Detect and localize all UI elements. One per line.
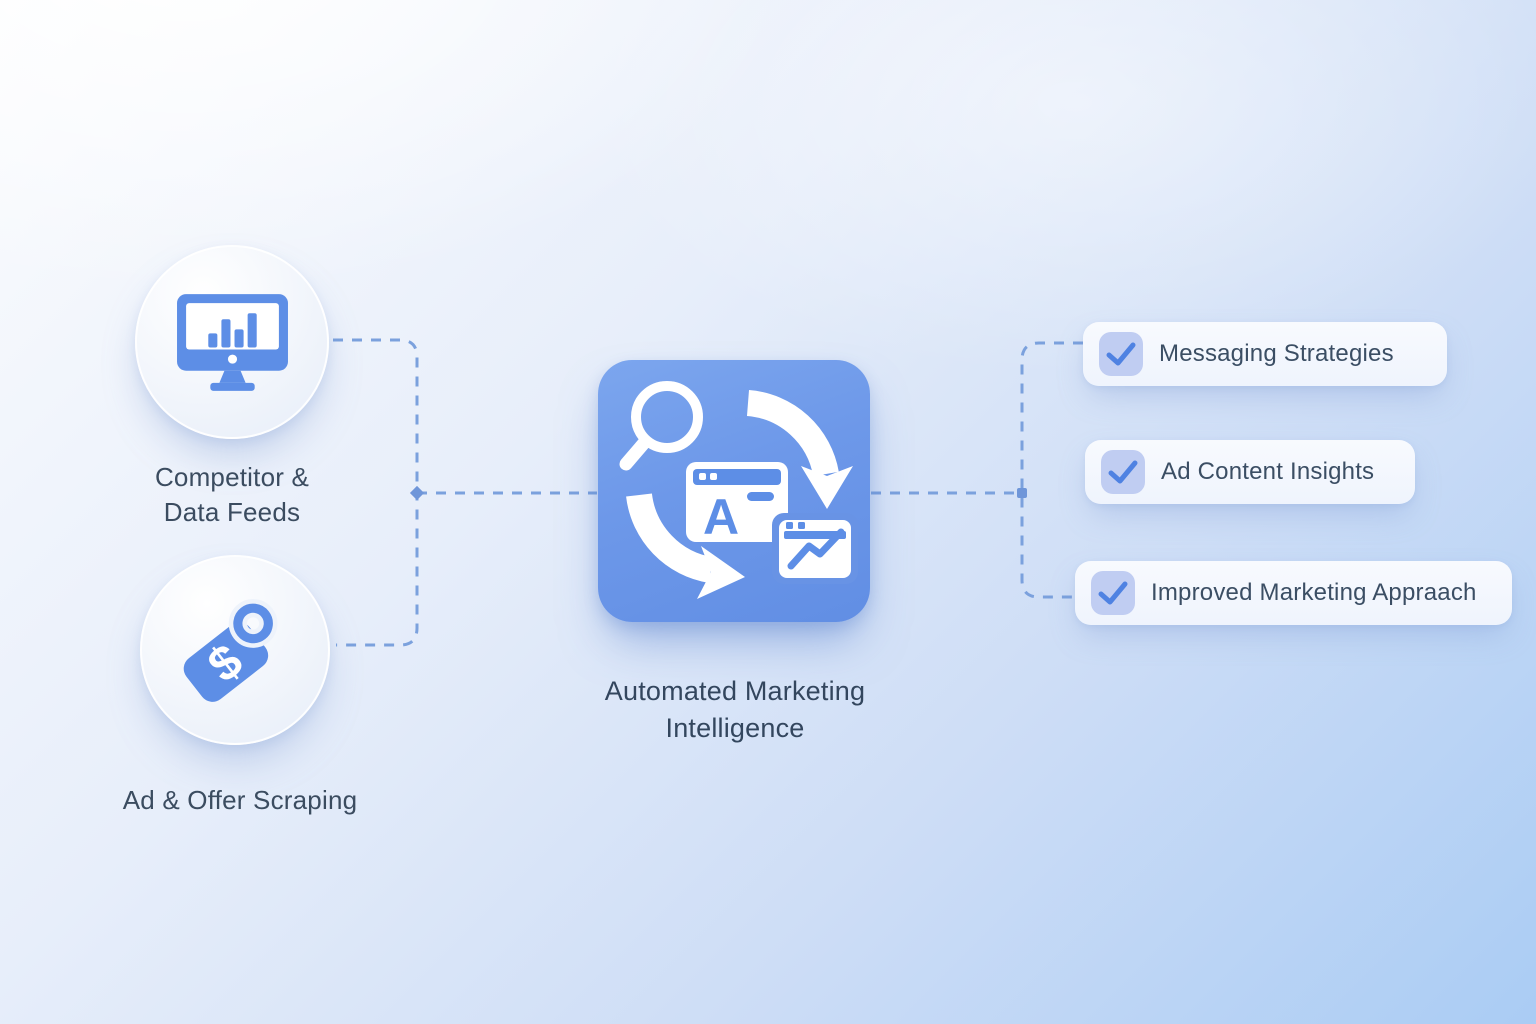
source-node-ad-offer-scraping: $ [140, 555, 330, 745]
checkbox [1091, 571, 1135, 615]
monitor-bar-chart-icon [176, 293, 288, 391]
magnifying-glass-icon [619, 381, 703, 471]
source-label-line2: Data Feeds [163, 497, 301, 527]
source-label-competitor-data-feeds: Competitor & Data Feeds [82, 460, 382, 530]
automated-marketing-icon: A [619, 381, 858, 599]
source-label-line1: Competitor & [154, 462, 310, 492]
connector-right-outputs [1020, 341, 1083, 599]
hub-automated-marketing-intelligence: A [598, 360, 870, 622]
checkbox [1101, 450, 1145, 494]
browser-window-chart-icon [772, 513, 858, 584]
checkmark-icon [1106, 342, 1136, 366]
junction-diamond-left [409, 485, 425, 501]
output-label: Improved Marketing Appraach [1151, 579, 1477, 606]
output-label: Ad Content Insights [1161, 458, 1375, 485]
output-card-improved-marketing-approach: Improved Marketing Appraach [1075, 561, 1512, 625]
hub-label-line1: Automated Marketing [604, 676, 866, 706]
clockwise-rotate-arrows-icon [626, 390, 853, 599]
output-card-ad-content-insights: Ad Content Insights [1085, 440, 1415, 504]
source-label-ad-offer-scraping: Ad & Offer Scraping [122, 785, 358, 815]
browser-window-text-icon: A [686, 462, 788, 545]
price-tag-dollar-icon: $ [183, 599, 278, 702]
checkmark-icon [1108, 460, 1138, 484]
source-node-competitor-data-feeds [135, 245, 329, 439]
checkmark-icon [1098, 581, 1128, 605]
svg-text:A: A [703, 489, 739, 545]
hub-label-line2: Intelligence [665, 713, 805, 743]
checkbox [1099, 332, 1143, 376]
hub-label: Automated Marketing Intelligence [535, 673, 935, 747]
output-card-messaging-strategies: Messaging Strategies [1083, 322, 1447, 386]
junction-square-right [1017, 488, 1027, 498]
output-label: Messaging Strategies [1159, 340, 1394, 367]
